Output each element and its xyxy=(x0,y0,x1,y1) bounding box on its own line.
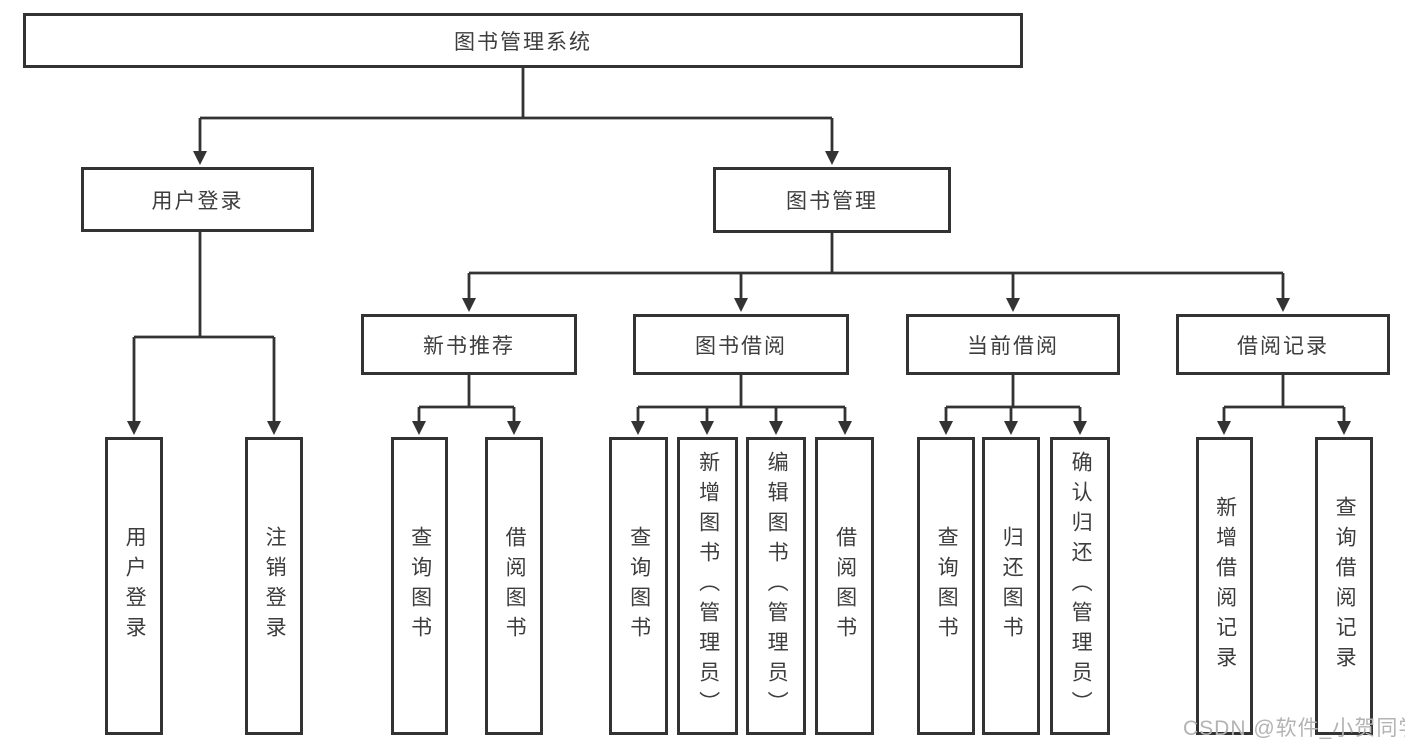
node-leaf-query-books-3-label: 查询图书 xyxy=(935,526,959,646)
node-leaf-borrow-books-2-label: 借阅图书 xyxy=(833,526,857,646)
node-leaf-borrow-books-1-label: 借阅图书 xyxy=(503,526,527,646)
node-leaf-query-books-3: 查询图书 xyxy=(917,437,975,735)
node-leaf-borrow-books-2: 借阅图书 xyxy=(815,437,874,735)
node-leaf-add-borrow-record: 新增借阅记录 xyxy=(1196,437,1253,735)
node-current-borrowing: 当前借阅 xyxy=(906,314,1120,375)
node-root: 图书管理系统 xyxy=(23,13,1023,68)
node-user-login-group-label: 用户登录 xyxy=(151,189,244,213)
node-borrowing-records: 借阅记录 xyxy=(1176,314,1390,375)
node-leaf-borrow-books-1: 借阅图书 xyxy=(485,437,543,735)
node-leaf-add-borrow-record-label: 新增借阅记录 xyxy=(1213,496,1237,676)
node-leaf-edit-books-admin: 编辑图书（管理员） xyxy=(746,437,806,735)
node-current-borrowing-label: 当前借阅 xyxy=(967,334,1059,358)
node-new-book-recommendation: 新书推荐 xyxy=(361,314,577,375)
node-leaf-logout-label: 注销登录 xyxy=(263,526,287,646)
node-new-book-recommendation-label: 新书推荐 xyxy=(423,334,515,358)
node-leaf-query-books-2-label: 查询图书 xyxy=(627,526,651,646)
connector-book-borrow-children xyxy=(631,375,852,435)
node-leaf-user-login: 用户登录 xyxy=(105,437,163,735)
node-leaf-return-books-label: 归还图书 xyxy=(1000,526,1024,646)
node-book-management: 图书管理 xyxy=(713,167,951,233)
node-leaf-add-books-admin-label: 新增图书（管理员） xyxy=(696,451,720,721)
node-book-management-label: 图书管理 xyxy=(786,190,878,213)
node-leaf-edit-books-admin-label: 编辑图书（管理员） xyxy=(765,451,789,721)
node-leaf-query-books-1: 查询图书 xyxy=(391,437,448,735)
node-leaf-return-books: 归还图书 xyxy=(982,437,1040,735)
node-book-borrowing: 图书借阅 xyxy=(633,314,849,375)
connector-current-borrow-children xyxy=(939,375,1087,435)
connector-book-mgmt-children xyxy=(462,233,1290,312)
node-leaf-logout: 注销登录 xyxy=(245,437,303,735)
node-user-login-group: 用户登录 xyxy=(81,167,314,232)
node-leaf-user-login-label: 用户登录 xyxy=(123,526,147,646)
node-leaf-query-borrow-record-label: 查询借阅记录 xyxy=(1333,496,1357,676)
node-leaf-query-borrow-record: 查询借阅记录 xyxy=(1315,437,1373,735)
node-leaf-add-books-admin: 新增图书（管理员） xyxy=(677,437,738,735)
csdn-watermark: CSDN @软件_小贺同学 xyxy=(1183,717,1405,740)
node-leaf-confirm-return-admin: 确认归还（管理员） xyxy=(1050,437,1110,735)
node-borrowing-records-label: 借阅记录 xyxy=(1237,334,1329,358)
node-leaf-query-books-1-label: 查询图书 xyxy=(408,526,432,646)
connector-borrow-record-children xyxy=(1217,375,1351,435)
connector-new-book-rec-children xyxy=(412,375,521,435)
connector-user-login-children xyxy=(127,232,281,435)
node-book-borrowing-label: 图书借阅 xyxy=(695,334,787,358)
connector-root-to-level1 xyxy=(193,68,839,165)
node-leaf-confirm-return-admin-label: 确认归还（管理员） xyxy=(1069,451,1093,721)
node-leaf-query-books-2: 查询图书 xyxy=(609,437,668,735)
node-root-label: 图书管理系统 xyxy=(454,30,592,54)
